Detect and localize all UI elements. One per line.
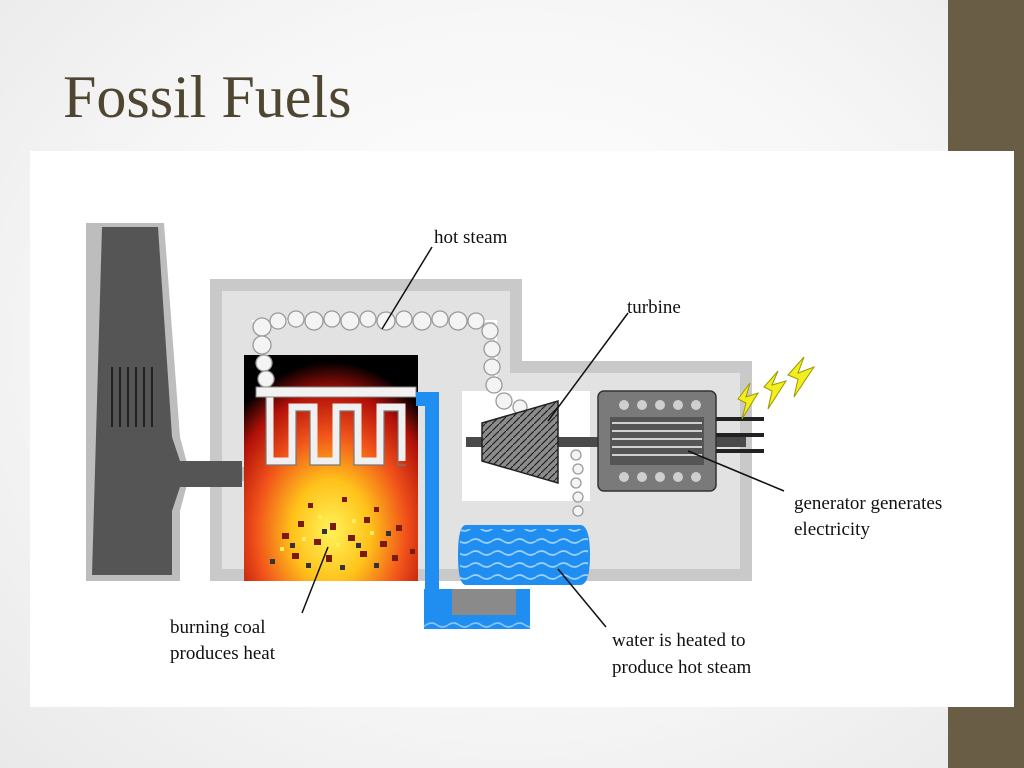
label-water-line2: produce hot steam — [612, 657, 752, 678]
generator — [597, 390, 764, 492]
furnace — [244, 355, 418, 581]
label-hot-steam: hot steam — [434, 227, 508, 248]
power-plant-diagram: hot steam turbine generator generates el… — [30, 151, 1014, 707]
label-coal-line2: produces heat — [170, 643, 276, 664]
electricity-bolts-icon — [737, 356, 816, 420]
leader-lines — [301, 246, 785, 628]
label-generator-line1: generator generates — [794, 493, 942, 514]
label-water-line1: water is heated to — [612, 630, 745, 651]
water-tank — [458, 525, 590, 585]
label-turbine: turbine — [627, 297, 681, 318]
burning-coal — [270, 497, 415, 570]
steam-flow — [252, 310, 584, 517]
chimney — [86, 223, 252, 581]
label-generator-line2: electricity — [794, 519, 870, 540]
turbine — [481, 400, 559, 484]
slide-title: Fossil Fuels — [63, 64, 352, 130]
water-pipe — [416, 392, 530, 629]
label-coal-line1: burning coal — [170, 617, 266, 638]
